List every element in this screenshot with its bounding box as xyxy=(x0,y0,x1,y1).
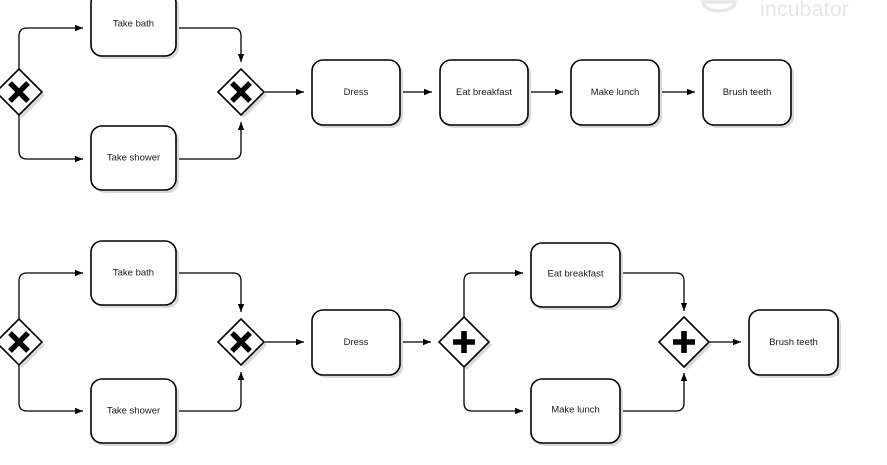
flow-parallel-to-makelunch xyxy=(463,367,523,415)
task-body xyxy=(530,242,621,308)
flow-takebath-to-join-2 xyxy=(176,272,245,312)
task-dress-row1[interactable]: Dress xyxy=(311,59,403,128)
gateway-exclusive-split-row2[interactable] xyxy=(0,317,45,368)
task-eat-breakfast-row1[interactable]: Eat breakfast xyxy=(439,59,531,128)
flow-makelunch-to-parallel-join xyxy=(620,373,688,412)
watermark: incubator xyxy=(701,0,849,21)
task-take-bath-row2[interactable]: Take bath xyxy=(90,240,179,308)
gateway-parallel-join-row2[interactable] xyxy=(657,315,712,370)
flow-takeshower-to-join-2 xyxy=(176,372,245,412)
connectors-row1 xyxy=(18,24,695,163)
task-body xyxy=(311,59,401,126)
flow-split-to-takeshower-2 xyxy=(18,365,83,415)
task-make-lunch-row1[interactable]: Make lunch xyxy=(570,59,662,128)
connectors-row2 xyxy=(18,269,741,415)
flow-split-to-takeshower xyxy=(18,115,83,163)
task-dress-row2[interactable]: Dress xyxy=(311,309,403,378)
watermark-label: incubator xyxy=(760,0,849,21)
task-body xyxy=(530,378,621,444)
exclusive-x-icon xyxy=(8,331,30,353)
flow-takebath-to-join xyxy=(176,27,245,62)
parallel-plus-icon xyxy=(673,331,695,353)
exclusive-x-icon xyxy=(230,331,252,353)
task-body xyxy=(702,59,792,126)
task-make-lunch-row2[interactable]: Make lunch xyxy=(530,378,623,446)
flow-split-to-takebath-2 xyxy=(18,269,83,319)
flow-split-to-takebath xyxy=(18,24,83,69)
task-body xyxy=(439,59,529,126)
task-body xyxy=(90,378,177,444)
task-take-shower-row1[interactable]: Take shower xyxy=(90,125,179,193)
task-body xyxy=(570,59,660,126)
task-body xyxy=(90,125,177,191)
flow-eatbreakfast-to-parallel-join xyxy=(620,272,688,311)
gateway-exclusive-join-row2[interactable] xyxy=(216,317,267,368)
gateway-parallel-split-row2[interactable] xyxy=(437,315,492,370)
task-brush-teeth-row1[interactable]: Brush teeth xyxy=(702,59,794,128)
task-take-bath-row1[interactable]: Take bath xyxy=(90,0,179,59)
flow-parallel-to-eatbreakfast xyxy=(463,269,523,317)
diagram-parallel-sequence: Take bath Take shower Dress Eat breakfas… xyxy=(0,240,841,446)
exclusive-x-icon xyxy=(230,81,252,103)
diagram-exclusive-sequence: Take bath Take shower Dress Eat breakfas… xyxy=(0,0,794,193)
task-body xyxy=(748,309,839,376)
task-take-shower-row2[interactable]: Take shower xyxy=(90,378,179,446)
gateway-exclusive-join-row1[interactable] xyxy=(216,67,267,118)
exclusive-x-icon xyxy=(8,81,30,103)
task-body xyxy=(311,309,401,376)
task-body xyxy=(90,0,177,57)
flow-takeshower-to-join xyxy=(176,122,245,160)
parallel-plus-icon xyxy=(453,331,475,353)
gateway-exclusive-split-row1[interactable] xyxy=(0,67,45,118)
task-brush-teeth-row2[interactable]: Brush teeth xyxy=(748,309,841,378)
task-eat-breakfast-row2[interactable]: Eat breakfast xyxy=(530,242,623,310)
task-body xyxy=(90,240,177,306)
